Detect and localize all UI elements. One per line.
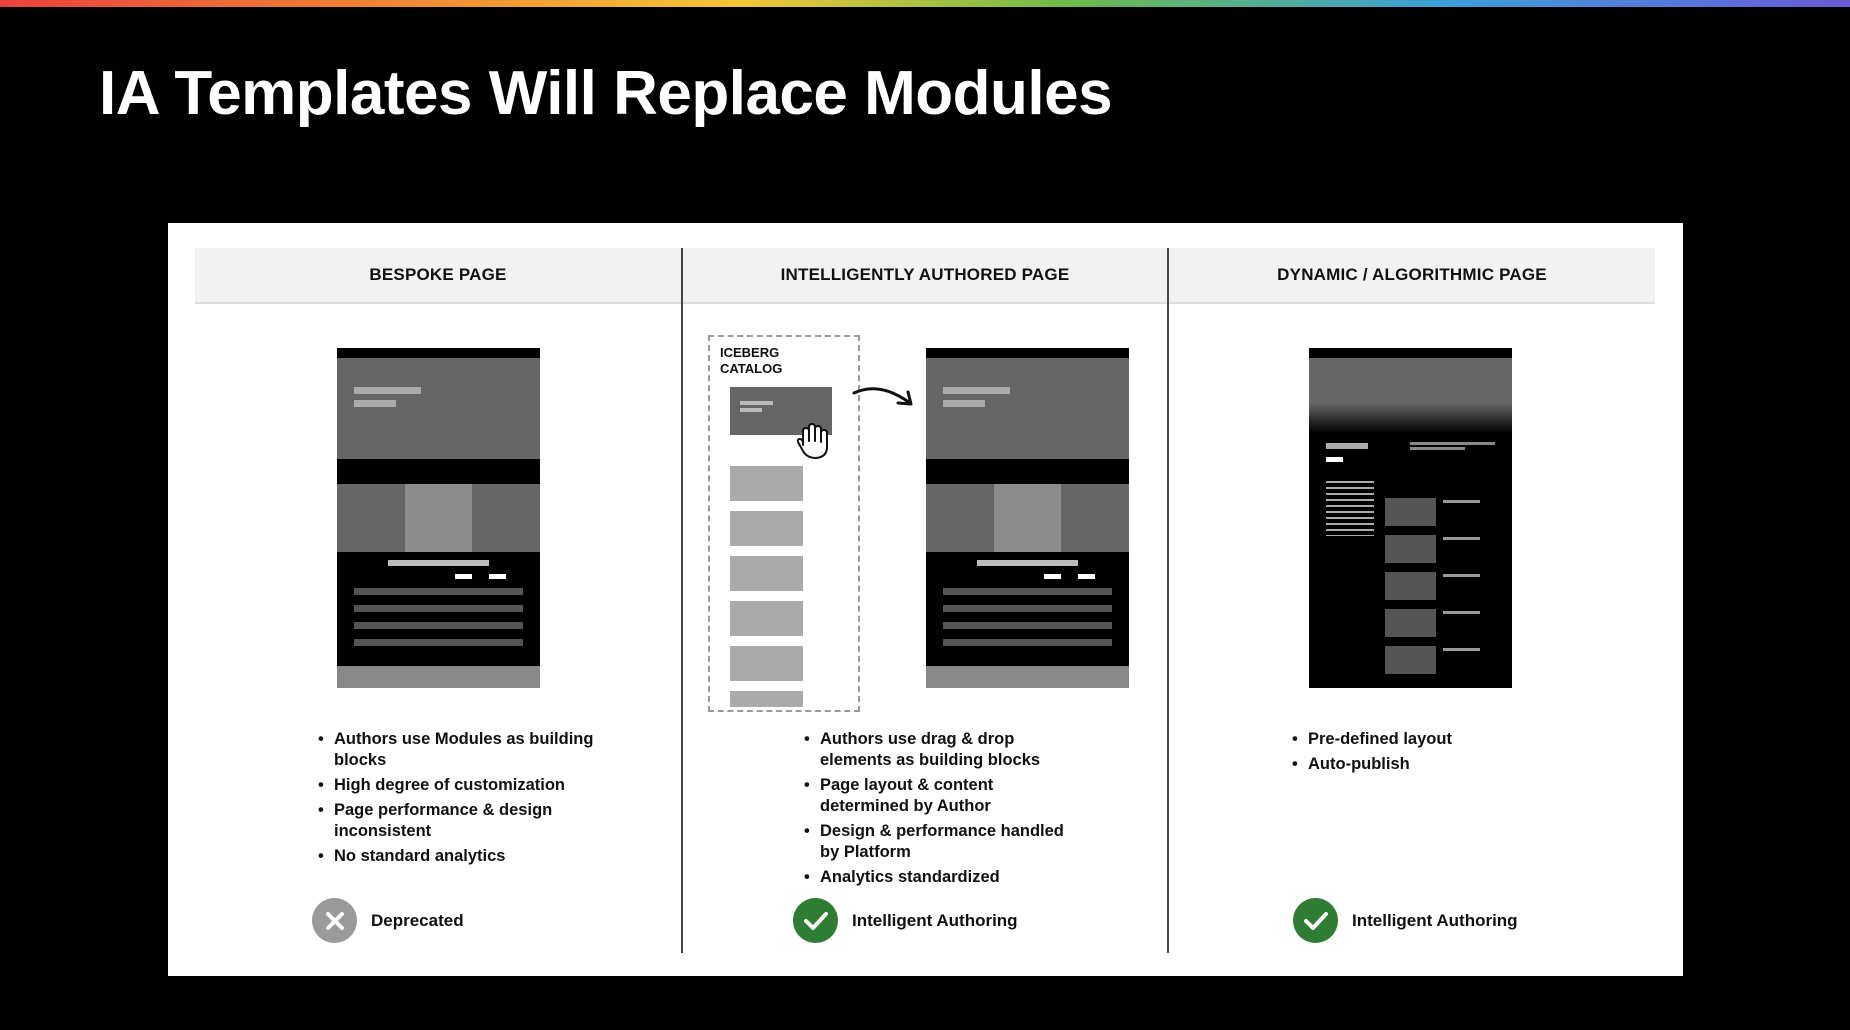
slide-title: IA Templates Will Replace Modules	[99, 59, 1113, 128]
authored-page-wireframe	[926, 348, 1129, 688]
footer-block	[926, 666, 1129, 688]
bullet-item: No standard analytics	[318, 846, 608, 867]
button-shape	[1078, 574, 1095, 579]
status-label: Deprecated	[371, 910, 464, 930]
hero-block	[1309, 358, 1512, 433]
text-line	[943, 588, 1112, 595]
column-header-intelligent: INTELLIGENTLY AUTHORED PAGE	[683, 248, 1167, 304]
catalog-element	[730, 466, 803, 501]
dynamic-bullets: Pre-defined layout Auto-publish	[1292, 729, 1552, 779]
column-header-bespoke: BESPOKE PAGE	[195, 248, 681, 304]
check-circle-icon	[1293, 898, 1338, 943]
text-line	[354, 588, 523, 595]
check-circle-icon	[793, 898, 838, 943]
text-line	[1326, 443, 1368, 449]
column-divider	[681, 248, 683, 953]
text-line	[354, 605, 523, 612]
button-shape	[489, 574, 506, 579]
text-line	[354, 639, 523, 646]
text-line	[943, 605, 1112, 612]
catalog-element	[730, 646, 803, 681]
bullet-item: Pre-defined layout	[1292, 729, 1552, 750]
status-intelligent-authoring: Intelligent Authoring	[1293, 898, 1518, 943]
catalog-label: ICEBERG CATALOG	[720, 345, 783, 376]
bullet-item: Design & performance handled by Platform	[804, 821, 1074, 863]
text-line	[977, 560, 1078, 566]
x-circle-icon	[312, 898, 357, 943]
column-bespoke: BESPOKE PAGE	[195, 248, 681, 953]
text-line	[1443, 537, 1480, 540]
bullet-item: Authors use drag & drop elements as buil…	[804, 729, 1074, 771]
column-dynamic: DYNAMIC / ALGORITHMIC PAGE	[1169, 248, 1655, 953]
comparison-panel: BESPOKE PAGE INTELLIGENTLY AUTHORED PAGE…	[168, 223, 1683, 976]
text-line	[1443, 500, 1480, 503]
text-line	[1410, 442, 1495, 445]
text-line	[388, 560, 489, 566]
text-line	[354, 622, 523, 629]
arrow-right-icon	[852, 387, 913, 406]
text-line	[740, 401, 773, 405]
text-line	[943, 387, 1010, 394]
text-line	[943, 400, 985, 407]
bullet-item: Page layout & content determined by Auth…	[804, 775, 1074, 817]
status-intelligent-authoring: Intelligent Authoring	[793, 898, 1018, 943]
rainbow-accent-bar	[0, 0, 1850, 7]
hero-block	[337, 358, 540, 459]
catalog-element	[730, 556, 803, 591]
result-card	[1385, 609, 1436, 637]
status-label: Intelligent Authoring	[852, 910, 1018, 930]
column-intelligent: INTELLIGENTLY AUTHORED PAGE	[683, 248, 1167, 953]
text-line	[1443, 574, 1480, 577]
catalog-element	[730, 511, 803, 546]
dynamic-page-wireframe	[1309, 348, 1512, 688]
bullet-item: Page performance & design inconsistent	[318, 800, 608, 842]
bullet-item: Authors use Modules as building blocks	[318, 729, 608, 771]
bullet-item: Auto-publish	[1292, 754, 1552, 775]
iceberg-catalog: ICEBERG CATALOG	[708, 335, 860, 712]
bullet-item: High degree of customization	[318, 775, 608, 796]
text-line	[943, 639, 1112, 646]
column-header-dynamic: DYNAMIC / ALGORITHMIC PAGE	[1169, 248, 1655, 304]
column-divider	[1167, 248, 1169, 953]
text-line	[354, 400, 396, 407]
intelligent-bullets: Authors use drag & drop elements as buil…	[804, 729, 1074, 892]
text-line	[1443, 648, 1480, 651]
hero-block	[926, 358, 1129, 459]
button-shape	[1044, 574, 1061, 579]
hand-cursor-icon	[796, 423, 828, 459]
result-card	[1385, 535, 1436, 563]
footer-block	[337, 666, 540, 688]
bespoke-bullets: Authors use Modules as building blocks H…	[318, 729, 608, 871]
catalog-element	[730, 601, 803, 636]
bespoke-page-wireframe	[337, 348, 540, 688]
media-highlight	[994, 484, 1061, 552]
text-line	[943, 622, 1112, 629]
status-label: Intelligent Authoring	[1352, 910, 1518, 930]
result-card	[1385, 498, 1436, 526]
text-line	[1326, 457, 1343, 462]
media-highlight	[405, 484, 472, 552]
result-card	[1385, 646, 1436, 674]
status-deprecated: Deprecated	[312, 898, 464, 943]
text-line	[1443, 611, 1480, 614]
catalog-element	[730, 691, 803, 707]
result-card	[1385, 572, 1436, 600]
button-shape	[455, 574, 472, 579]
bullet-item: Analytics standardized	[804, 867, 1074, 888]
text-line	[740, 408, 762, 412]
filter-list	[1326, 481, 1374, 536]
text-line	[354, 387, 421, 394]
text-line	[1410, 447, 1465, 450]
